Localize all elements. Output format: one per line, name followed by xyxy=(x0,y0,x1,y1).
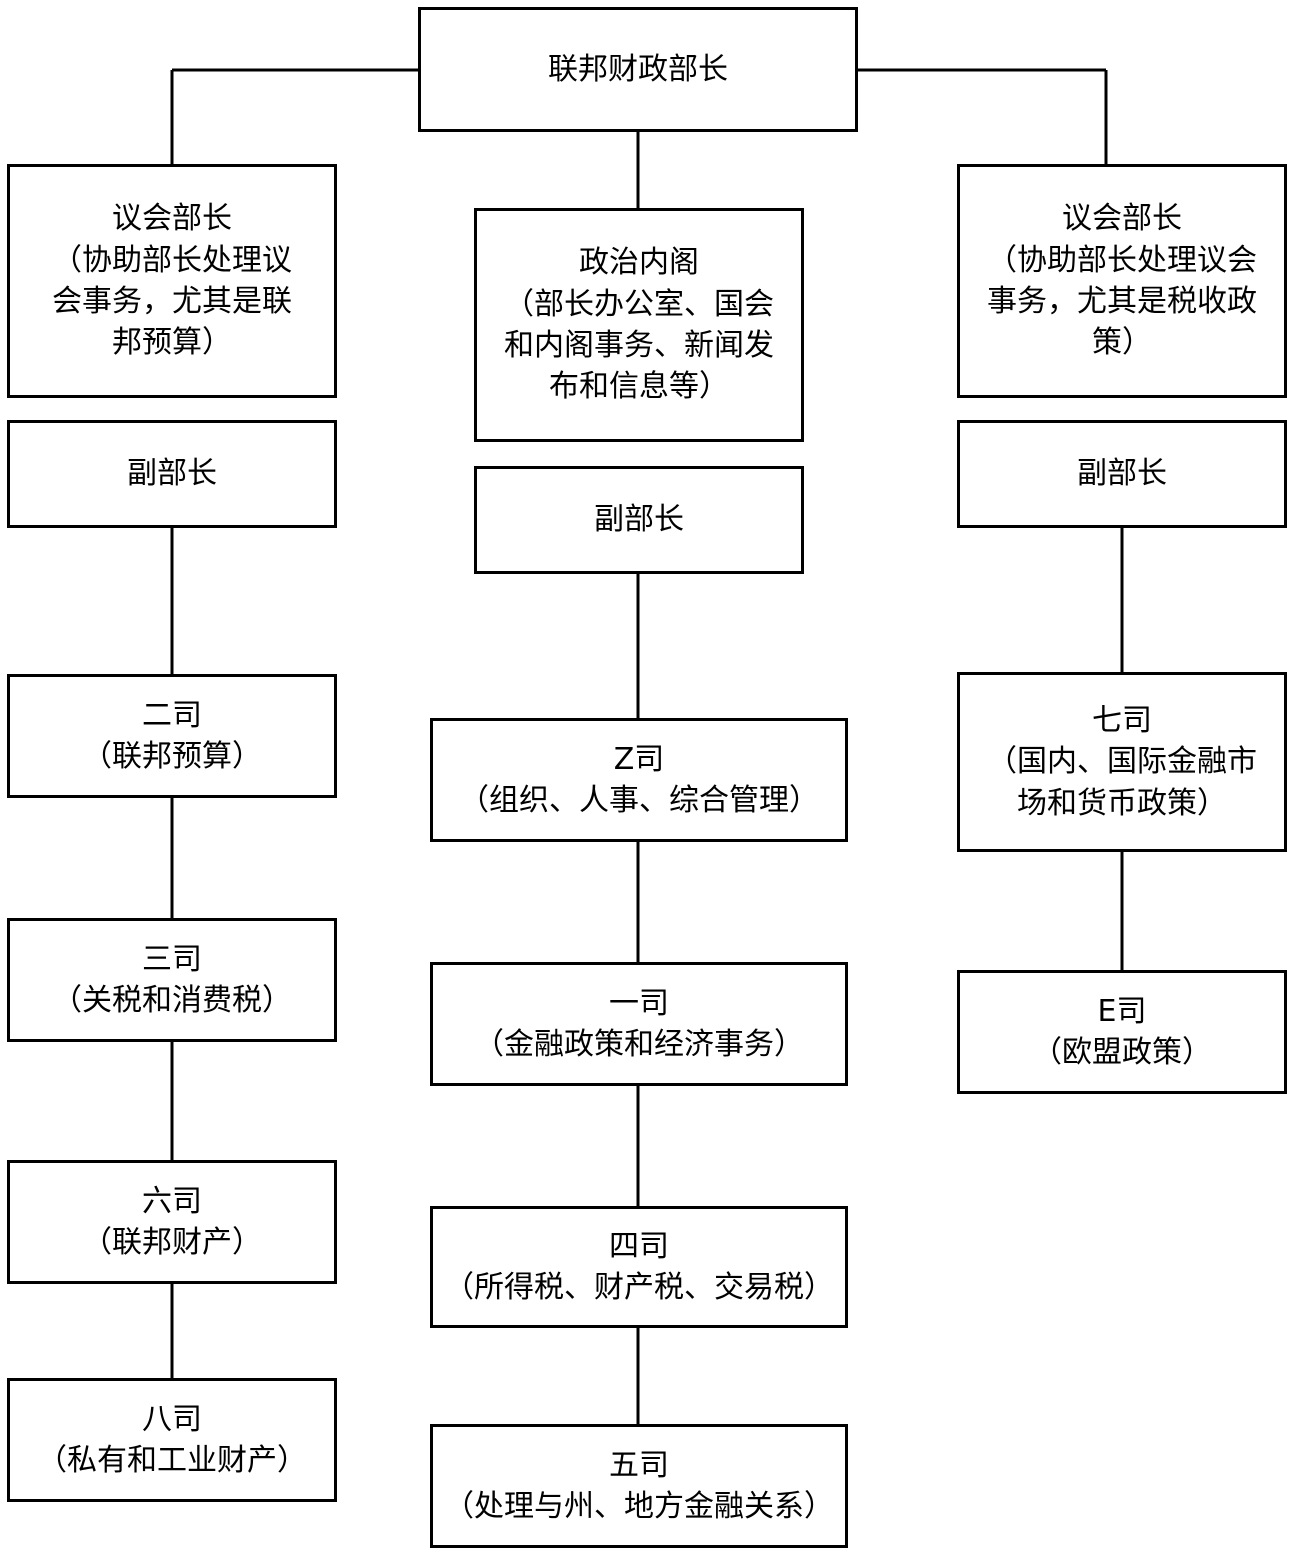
node-title: 联邦财政部长 xyxy=(548,51,728,87)
node-subtitle: （私有和工业财产） xyxy=(37,1443,307,1478)
box-political-cabinet: 政治内阁 （部长办公室、国会和内阁事务、新闻发布和信息等） xyxy=(474,208,804,442)
node-title: 议会部长 xyxy=(1062,201,1182,237)
node-title: 三司 xyxy=(142,941,202,977)
node-title: 七司 xyxy=(1092,702,1152,738)
node-title: E司 xyxy=(1097,993,1147,1029)
box-division-8: 八司 （私有和工业财产） xyxy=(7,1378,337,1502)
node-subtitle: （关税和消费税） xyxy=(52,983,292,1018)
box-division-6: 六司 （联邦财产） xyxy=(7,1160,337,1284)
node-title: 八司 xyxy=(142,1401,202,1437)
node-title: 四司 xyxy=(609,1228,669,1264)
box-division-2: 二司 （联邦预算） xyxy=(7,674,337,798)
node-title: 二司 xyxy=(142,697,202,733)
node-subtitle: （部长办公室、国会和内阁事务、新闻发布和信息等） xyxy=(504,286,774,405)
node-title: 一司 xyxy=(609,985,669,1021)
node-title: 五司 xyxy=(609,1447,669,1483)
node-title: 议会部长 xyxy=(112,201,232,237)
box-left-parliamentary-minister: 议会部长 （协助部长处理议会事务，尤其是联邦预算） xyxy=(7,164,337,398)
node-subtitle: （处理与州、地方金融关系） xyxy=(444,1489,834,1524)
box-division-3: 三司 （关税和消费税） xyxy=(7,918,337,1042)
node-title: 副部长 xyxy=(1077,456,1167,492)
box-division-4: 四司 （所得税、财产税、交易税） xyxy=(430,1206,848,1328)
node-subtitle: （协助部长处理议会事务，尤其是联邦预算） xyxy=(52,242,292,361)
node-title: 政治内阁 xyxy=(579,245,699,281)
box-division-z: Z司 （组织、人事、综合管理） xyxy=(430,718,848,842)
box-middle-deputy-minister: 副部长 xyxy=(474,466,804,574)
node-subtitle: （所得税、财产税、交易税） xyxy=(444,1270,834,1305)
box-division-e: E司 （欧盟政策） xyxy=(957,970,1287,1094)
node-subtitle: （组织、人事、综合管理） xyxy=(459,783,819,818)
node-title: 副部长 xyxy=(127,456,217,492)
node-subtitle: （联邦财产） xyxy=(82,1225,262,1260)
node-title: 六司 xyxy=(142,1183,202,1219)
box-minister: 联邦财政部长 xyxy=(418,7,858,132)
node-subtitle: （金融政策和经济事务） xyxy=(474,1027,804,1062)
node-title: Z司 xyxy=(613,741,665,777)
box-division-5: 五司 （处理与州、地方金融关系） xyxy=(430,1424,848,1548)
box-right-parliamentary-minister: 议会部长 （协助部长处理议会事务，尤其是税收政策） xyxy=(957,164,1287,398)
box-division-1: 一司 （金融政策和经济事务） xyxy=(430,962,848,1086)
node-subtitle: （协助部长处理议会事务，尤其是税收政策） xyxy=(987,242,1257,361)
node-subtitle: （欧盟政策） xyxy=(1032,1035,1212,1070)
node-subtitle: （联邦预算） xyxy=(82,739,262,774)
box-division-7: 七司 （国内、国际金融市场和货币政策） xyxy=(957,672,1287,852)
box-left-deputy-minister: 副部长 xyxy=(7,420,337,528)
node-title: 副部长 xyxy=(594,502,684,538)
box-right-deputy-minister: 副部长 xyxy=(957,420,1287,528)
node-subtitle: （国内、国际金融市场和货币政策） xyxy=(987,744,1257,821)
